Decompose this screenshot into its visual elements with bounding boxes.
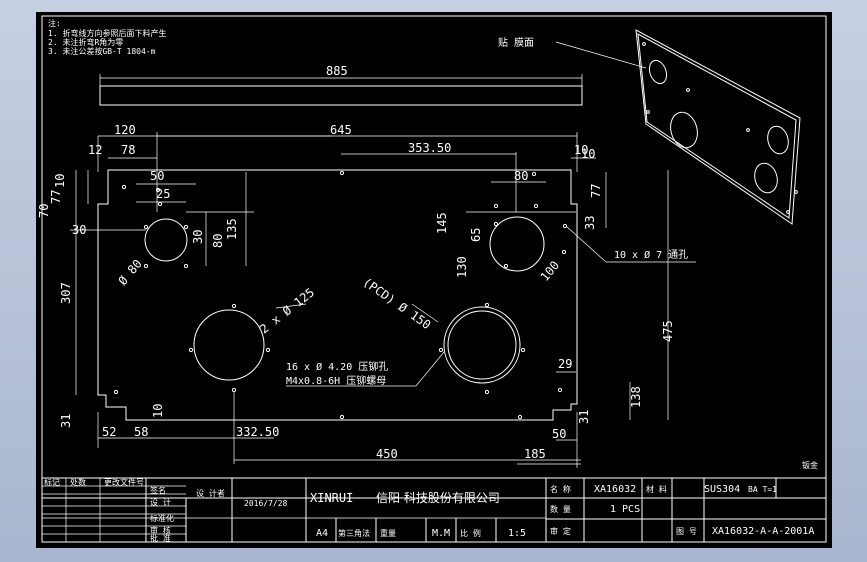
projection: 第三角法 — [338, 528, 370, 538]
rev-h3: 签名 — [150, 485, 166, 495]
note-1: 1. 折弯线方向参照后面下料产生 — [48, 28, 166, 38]
dim-12: 12 — [88, 143, 102, 157]
company-en: XINRUI — [310, 491, 353, 505]
callout-2xphi125: 2 x Ø 125 — [257, 285, 317, 336]
hole-bottom-left — [193, 309, 265, 381]
notes-title: 注: — [48, 18, 61, 28]
dim-29: 29 — [558, 357, 572, 371]
hole-top-right — [489, 216, 545, 272]
drawing-sheet[interactable]: 注: 1. 折弯线方向参照后面下料产生 2. 未注折弯R角为零 3. 未注公差按… — [36, 12, 832, 548]
rev-h2: 更改文件号 — [104, 477, 144, 487]
dim-phi80: Ø 80 — [116, 257, 145, 288]
dim-130: 130 — [455, 256, 469, 278]
inner-border — [41, 15, 827, 543]
label-weight: 重量 — [380, 528, 396, 538]
rev-r1: 标准化 — [150, 513, 174, 523]
dim-10-right: 10 — [581, 147, 595, 161]
note-3: 3. 未注公差按GB-T 1804-m — [48, 46, 156, 56]
dim-100: 100 — [538, 258, 563, 284]
thickness: BA T=1 — [748, 485, 777, 494]
technical-drawing: 注: 1. 折弯线方向参照后面下料产生 2. 未注折弯R角为零 3. 未注公差按… — [37, 15, 827, 543]
rev-r3: 批 准 — [150, 533, 171, 543]
dim-475: 475 — [661, 320, 675, 342]
dim-138: 138 — [629, 386, 643, 408]
rev-r2: 审 核 — [150, 525, 171, 535]
note-2: 2. 未注折弯R角为零 — [48, 37, 123, 47]
dim-10-bottom: 10 — [151, 404, 165, 418]
dim-80a: 80 — [211, 234, 225, 248]
hole-bottom-right — [443, 306, 521, 384]
callout-10-holes: 10 x Ø 7 通孔 — [614, 249, 688, 261]
dim-135: 135 — [225, 218, 239, 240]
callout-16-holes: 16 x Ø 4.20 压铆孔 — [286, 360, 388, 373]
material: SUS304 — [704, 484, 740, 495]
dim-80-right: 80 — [514, 169, 528, 183]
drawing-number: XA16032-A-A-2001A — [712, 526, 814, 537]
part-name: XA16032 — [594, 484, 636, 495]
dim-10-left: 10 — [53, 174, 67, 188]
callout-film-side: 贴 膜面 — [498, 36, 534, 49]
dim-645: 645 — [330, 123, 352, 137]
dim-10-top: 10 — [574, 143, 588, 157]
dim-25: 25 — [156, 187, 170, 201]
label-scale: 比 例 — [460, 528, 481, 538]
dim-31-left: 31 — [59, 414, 73, 428]
dim-65: 65 — [469, 228, 483, 242]
rev-h0: 标记 — [44, 477, 60, 487]
label-qty: 数 量 — [550, 504, 571, 514]
dim-50-bottom: 50 — [552, 427, 566, 441]
label-material: 材 料 — [646, 484, 667, 494]
dim-78: 78 — [121, 143, 135, 157]
unit: M.M — [432, 528, 450, 539]
quantity: 1 PCS — [610, 504, 640, 515]
dim-58: 58 — [134, 425, 148, 439]
scale: 1:5 — [508, 528, 526, 539]
dim-353: 353.50 — [408, 141, 451, 155]
dim-120: 120 — [114, 123, 136, 137]
dim-33: 33 — [583, 216, 597, 230]
isometric-view — [635, 29, 801, 225]
title-block — [42, 477, 826, 542]
rev-h1: 处数 — [70, 477, 86, 487]
sheet-size: A4 — [316, 528, 328, 539]
side-note: 钣金 — [802, 460, 818, 470]
dim-70: 70 — [37, 204, 51, 218]
dim-145: 145 — [435, 212, 449, 234]
flange-strip — [99, 85, 583, 106]
company-cn: 信阳 科技股份有限公司 — [376, 491, 500, 505]
label-drawing: 图 号 — [676, 527, 697, 536]
dim-450: 450 — [376, 447, 398, 461]
dim-185: 185 — [524, 447, 546, 461]
dim-332: 332.50 — [236, 425, 279, 439]
plate-outline — [97, 169, 578, 421]
label-name: 名 称 — [550, 484, 571, 494]
design-date: 2016/7/28 — [244, 499, 288, 508]
callout-pcd150: (PCD) Ø 150 — [360, 275, 433, 332]
label-page: 审 定 — [550, 526, 571, 536]
dim-31-right: 31 — [577, 410, 591, 424]
dim-307: 307 — [59, 282, 73, 304]
dim-30a: 30 — [191, 230, 205, 244]
rev-r0: 设 计 — [150, 497, 171, 507]
dim-77-right: 77 — [589, 184, 603, 198]
dim-50-left: 50 — [150, 169, 164, 183]
designer: 设 计者 — [196, 488, 225, 498]
hole-top-left — [144, 218, 188, 262]
dim-885: 885 — [326, 64, 348, 78]
callout-pem-nut: M4x0.8-6H 压铆螺母 — [286, 374, 386, 387]
dim-77-left: 77 — [49, 190, 63, 204]
dim-52: 52 — [102, 425, 116, 439]
